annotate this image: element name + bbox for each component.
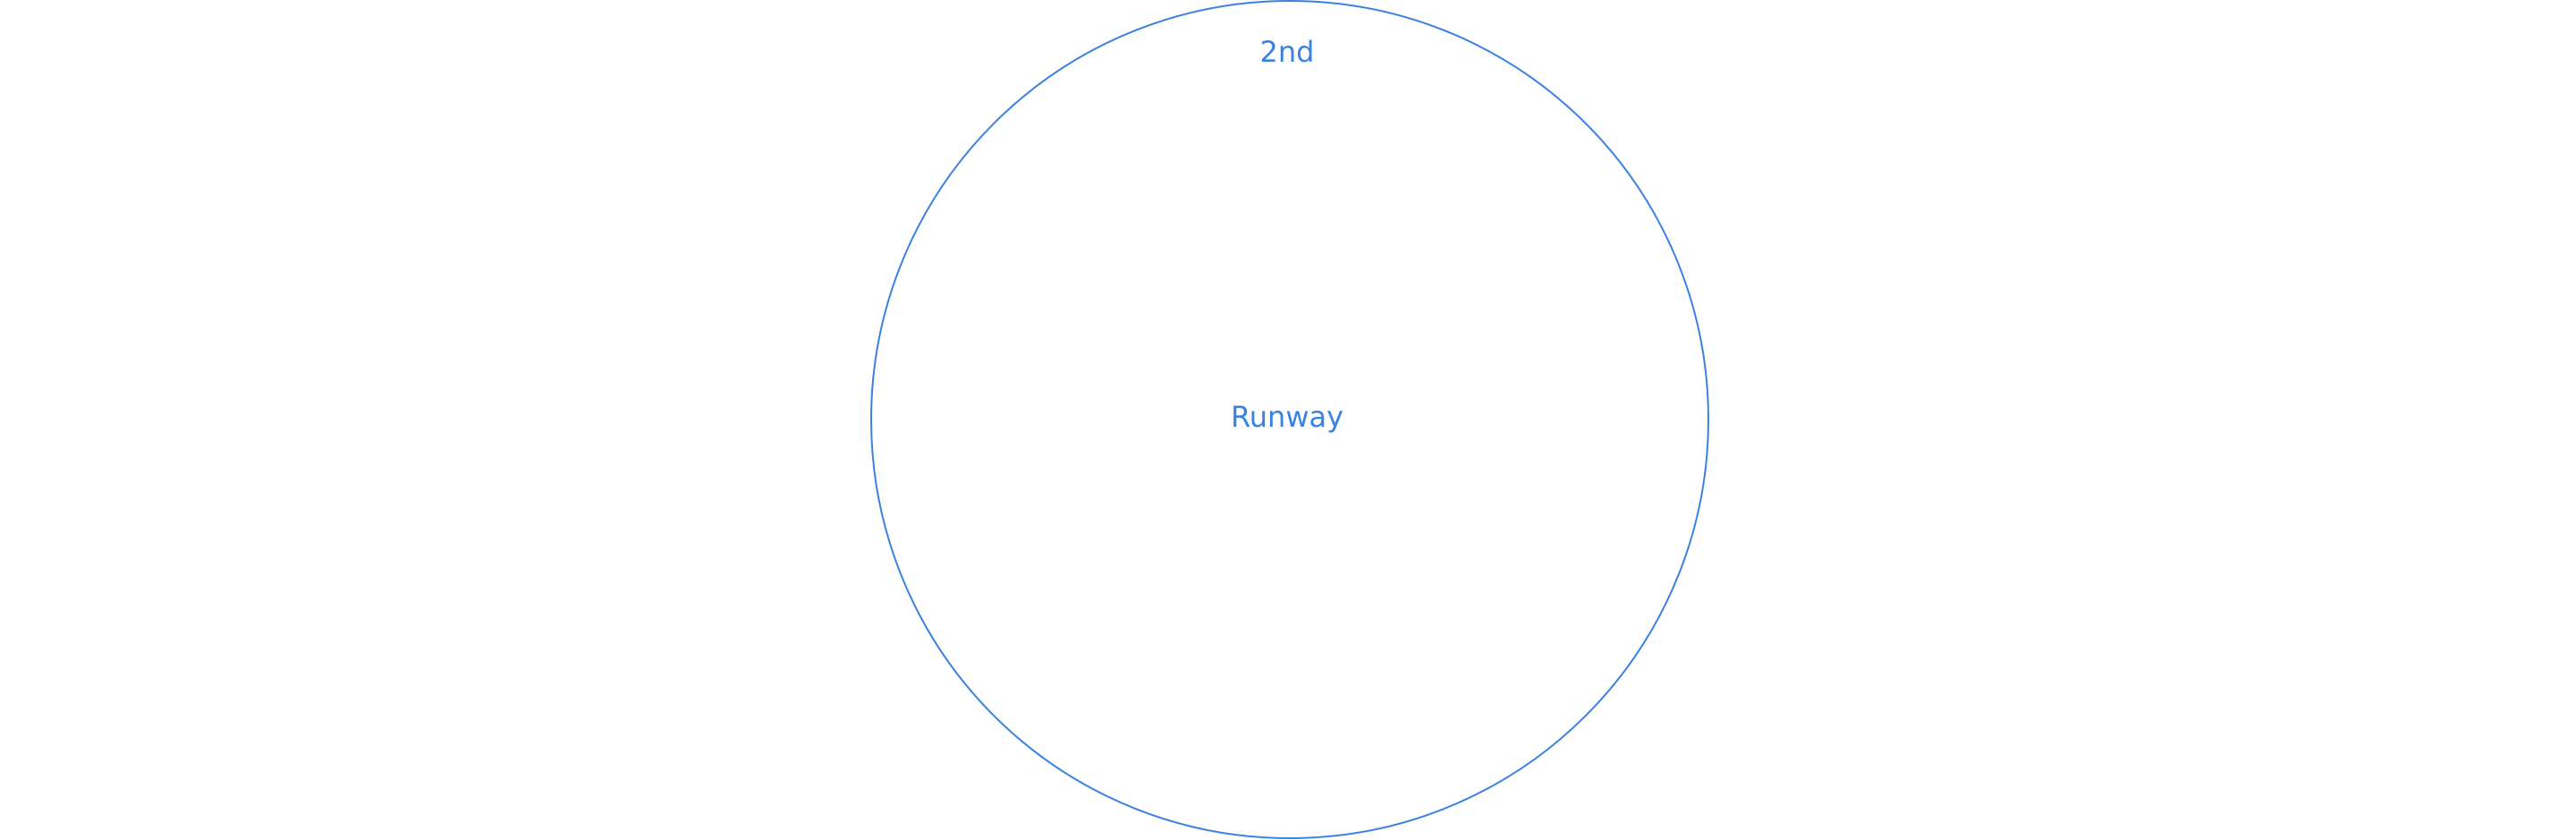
ring-outer-label: 2nd: [1259, 35, 1315, 69]
ring-center-label: Runway: [1230, 400, 1344, 434]
runway-ring: [870, 0, 1709, 839]
